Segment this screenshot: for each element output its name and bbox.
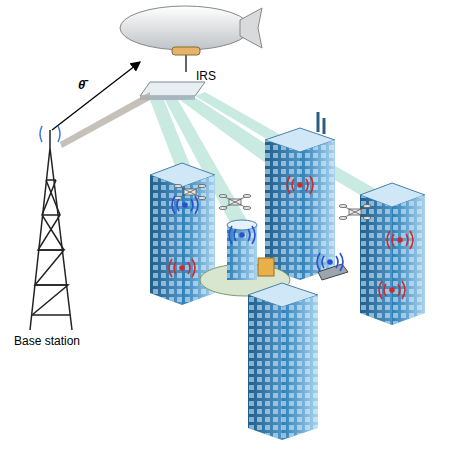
base-station [30,126,72,330]
drones [174,185,371,220]
signal-icons [169,176,413,299]
airship [120,6,262,72]
building [248,283,318,440]
building [360,183,425,325]
angle-symbol: θ̄ [78,78,85,92]
base-station-label: Base station [14,335,80,348]
direction-arrow [52,62,140,130]
building [265,112,335,280]
bs-beam [60,92,150,148]
irs-label: IRS [196,70,216,83]
